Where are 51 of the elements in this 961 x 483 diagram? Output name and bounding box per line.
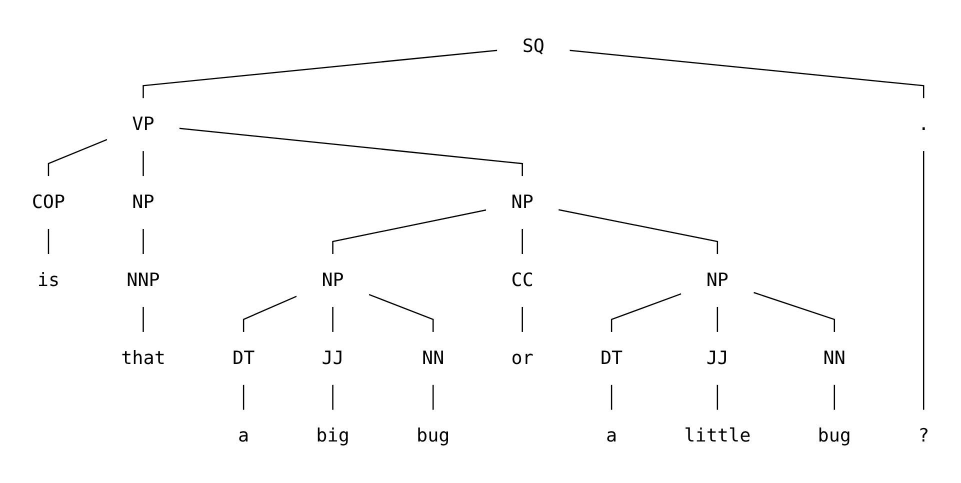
connector bbox=[142, 50, 498, 98]
connector bbox=[179, 128, 523, 176]
connector bbox=[368, 294, 434, 332]
connector bbox=[753, 292, 836, 332]
connector bbox=[332, 306, 334, 332]
connector bbox=[242, 296, 297, 332]
node-text: big bbox=[316, 426, 350, 447]
node-text: DT bbox=[600, 348, 623, 369]
node-text: or bbox=[511, 348, 534, 369]
node-text: NNP bbox=[126, 270, 160, 291]
node-text: DT bbox=[232, 348, 255, 369]
connector bbox=[242, 384, 244, 410]
connector bbox=[522, 228, 523, 254]
connector bbox=[716, 384, 718, 410]
node-text: JJ bbox=[706, 348, 729, 369]
connector bbox=[522, 306, 523, 332]
connector bbox=[610, 293, 682, 332]
connector bbox=[48, 228, 50, 254]
node-text: CC bbox=[511, 270, 534, 291]
connector bbox=[142, 306, 144, 332]
node-text: NP bbox=[132, 192, 154, 214]
connector bbox=[332, 209, 486, 254]
node-text: VP bbox=[132, 114, 154, 136]
node-text: a bbox=[606, 426, 618, 447]
node-text: that bbox=[121, 348, 166, 369]
node-text: JJ bbox=[322, 348, 344, 369]
node-text: . bbox=[918, 114, 930, 136]
connector bbox=[432, 384, 434, 410]
connector bbox=[48, 138, 108, 176]
node-text: COP bbox=[32, 192, 66, 214]
node-text: ? bbox=[918, 426, 930, 447]
connector bbox=[834, 384, 836, 410]
connector bbox=[142, 151, 144, 176]
connector bbox=[922, 151, 924, 410]
connector bbox=[332, 384, 334, 410]
connector bbox=[570, 50, 924, 98]
node-text: bug bbox=[416, 426, 450, 447]
node-text: NP bbox=[322, 270, 344, 291]
node-text: is bbox=[37, 270, 60, 291]
connector bbox=[558, 209, 718, 254]
connector bbox=[142, 228, 144, 254]
node-text: bug bbox=[818, 426, 852, 447]
node-text: SQ bbox=[522, 36, 545, 58]
node-text: a bbox=[238, 426, 250, 447]
node-text: NP bbox=[511, 192, 534, 214]
node-text: NN bbox=[422, 348, 444, 369]
connector bbox=[610, 384, 612, 410]
connector bbox=[716, 306, 718, 332]
node-text: NP bbox=[706, 270, 729, 291]
node-text: little bbox=[684, 426, 751, 447]
node-text: NN bbox=[823, 348, 846, 369]
